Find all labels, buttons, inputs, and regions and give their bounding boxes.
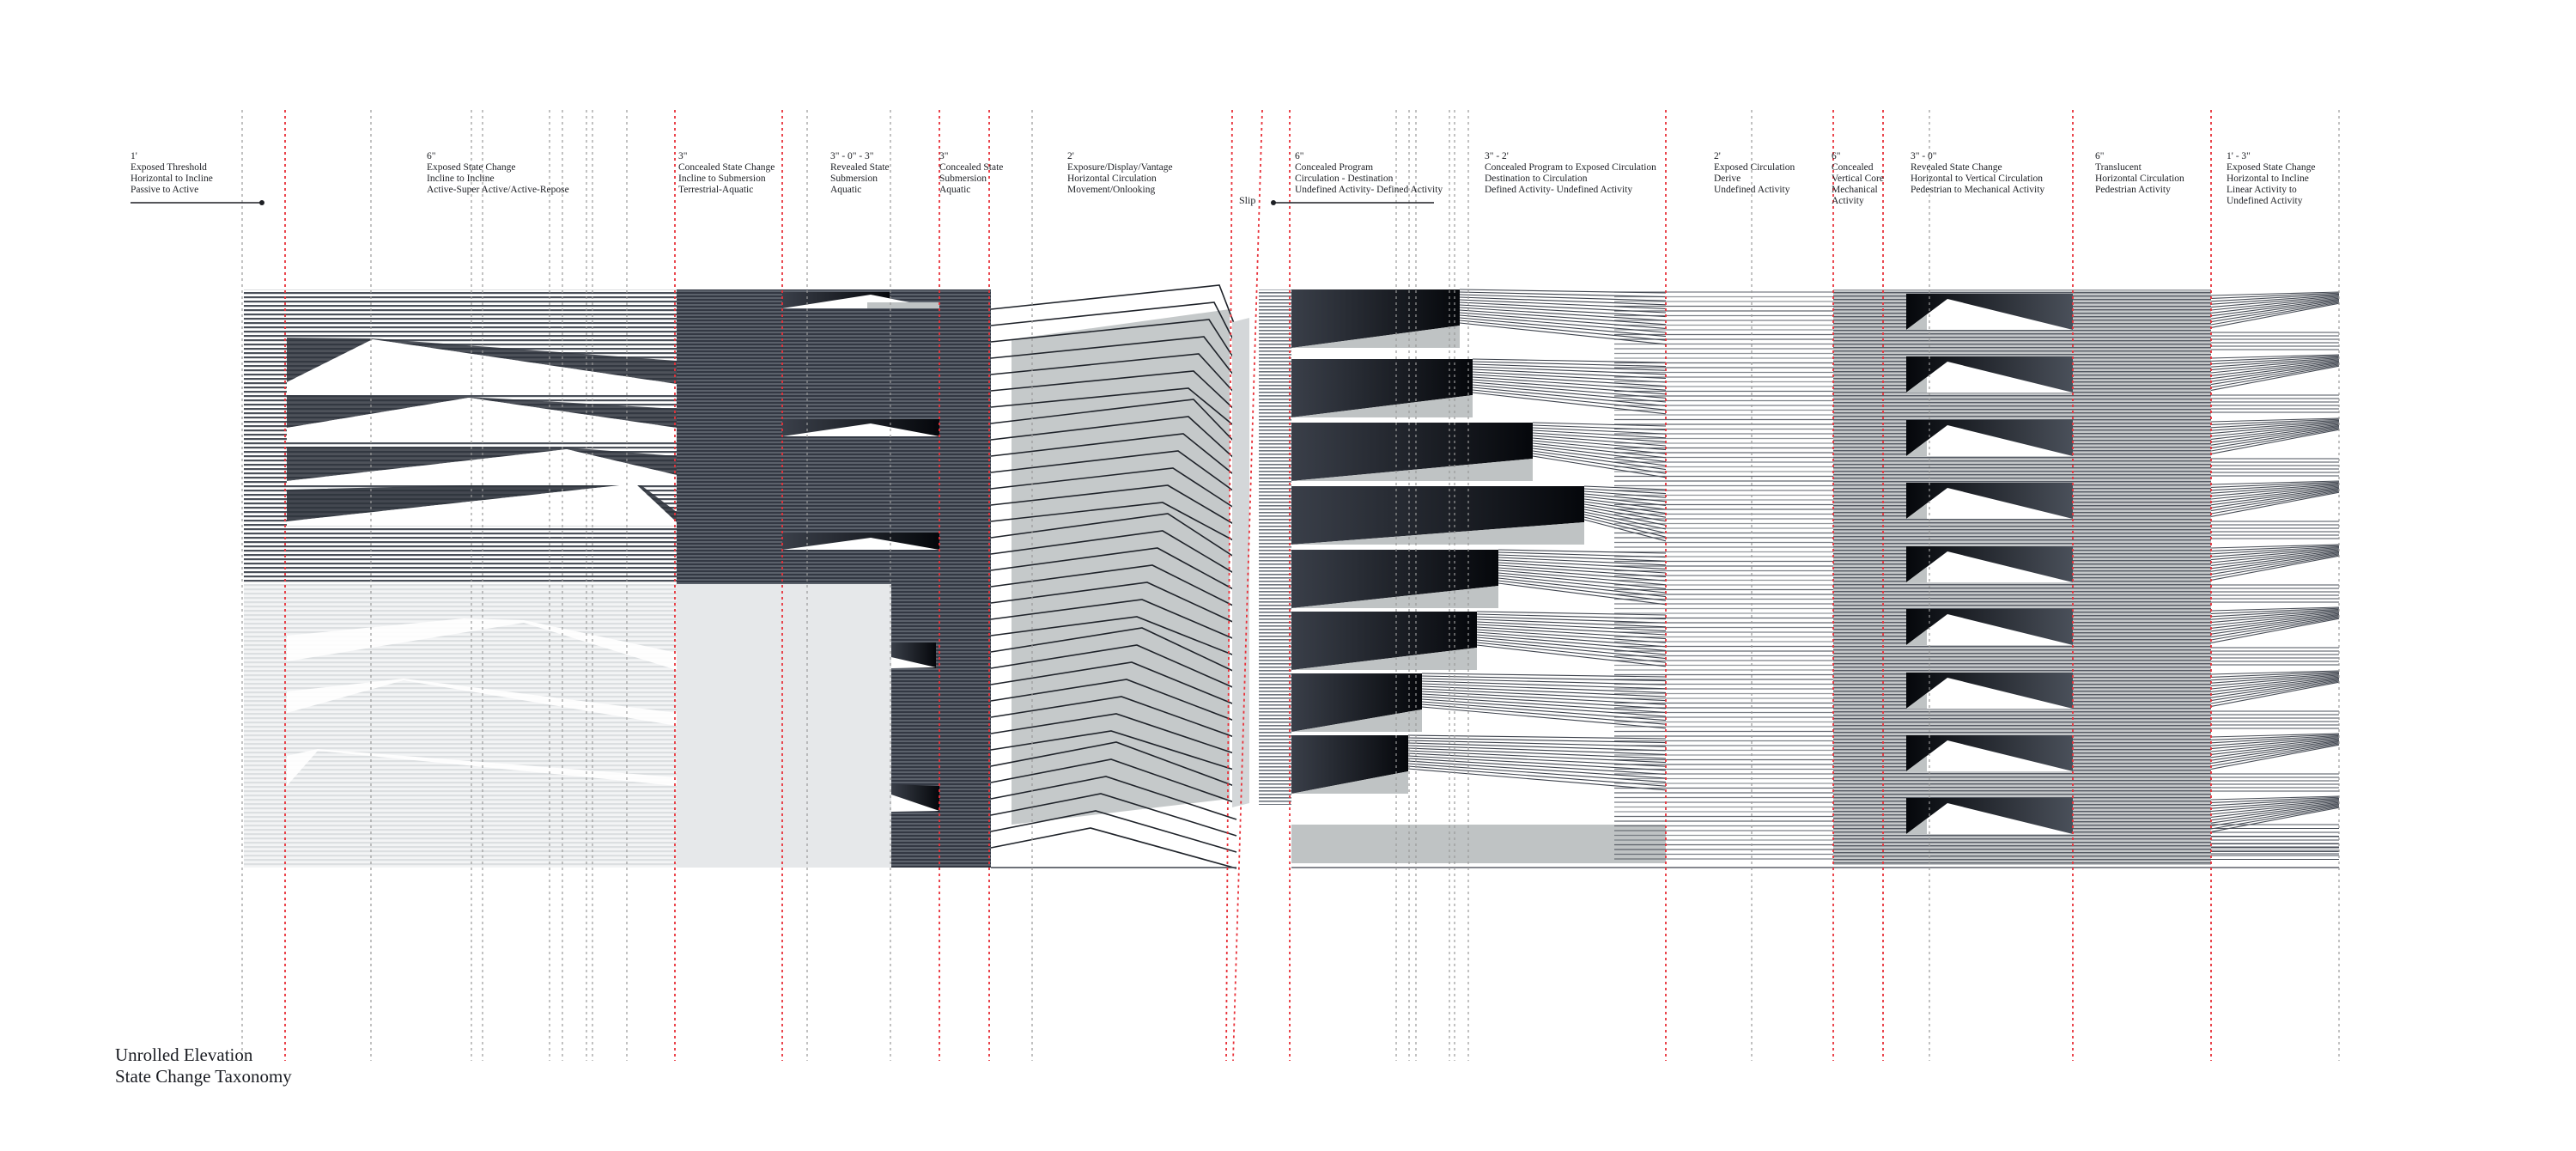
- section-transition: Submersion: [830, 174, 878, 184]
- section-label-8: 3" - 2'Concealed Program to Exposed Circ…: [1485, 151, 1656, 196]
- section-dimension: 1': [131, 151, 137, 161]
- section-10-12-core-graphic: [1833, 289, 2211, 865]
- section-transition: Derive: [1714, 174, 1741, 184]
- section-transition: Incline to Submersion: [678, 174, 766, 184]
- section-9-circulation-graphic: [1614, 291, 1833, 860]
- title-line-1: Unrolled Elevation: [115, 1044, 253, 1065]
- section-dimension: 3": [939, 151, 949, 161]
- section-transition: Horizontal Circulation: [2095, 174, 2184, 184]
- slip-label: Slip: [1239, 194, 1256, 206]
- section-activity: Terrestrial-Aquatic: [678, 185, 754, 195]
- section-transition: Horizontal Circulation: [1067, 174, 1157, 184]
- section-transition: Incline to Incline: [427, 174, 495, 184]
- section-name: Revealed State: [830, 162, 890, 173]
- section-extra: Activity: [1832, 196, 1864, 206]
- section-dimension: 3" - 0": [1911, 151, 1937, 161]
- section-dimension: 3" - 2': [1485, 151, 1509, 161]
- section-name: Exposed Threshold: [131, 162, 207, 173]
- section-transition: Horizontal to Vertical Circulation: [1911, 174, 2044, 184]
- section-name: Concealed Program: [1295, 162, 1374, 173]
- section-7-8-program-graphic: [1291, 289, 2339, 868]
- section-activity: Mechanical: [1832, 185, 1878, 195]
- section-dimension: 2': [1714, 151, 1721, 161]
- section-activity: Passive to Active: [131, 185, 199, 195]
- section-name: Concealed: [1832, 162, 1874, 173]
- program-arrow: [1271, 200, 1434, 205]
- section-name: Exposure/Display/Vantage: [1067, 162, 1173, 173]
- section-activity: Undefined Activity: [1714, 185, 1790, 195]
- grey-guide-lines: [241, 110, 2340, 1061]
- section-name: Revealed State Change: [1911, 162, 2002, 173]
- section-2-state-change-graphic: [287, 289, 891, 868]
- section-activity: Linear Activity to: [2227, 185, 2297, 195]
- section-name: Exposed State Change: [427, 162, 516, 173]
- section-activity: Active-Super Active/Active-Repose: [427, 185, 569, 195]
- section-13-fan-graphic: [2210, 291, 2340, 861]
- section-activity: Defined Activity- Undefined Activity: [1485, 185, 1633, 195]
- section-dimension: 6": [2095, 151, 2105, 161]
- section-name: Concealed Program to Exposed Circulation: [1485, 162, 1656, 173]
- section-extra: Undefined Activity: [2227, 196, 2303, 206]
- section-activity: Movement/Onlooking: [1067, 185, 1156, 195]
- slip-graphic: [1232, 289, 1291, 807]
- section-name: Concealed State: [939, 162, 1004, 173]
- section-dimension: 3": [678, 151, 688, 161]
- title-line-2: State Change Taxonomy: [115, 1066, 292, 1087]
- threshold-arrow: [131, 200, 264, 205]
- section-dimension: 3" - 0" - 3": [830, 151, 874, 161]
- section-name: Translucent: [2095, 162, 2142, 173]
- section-1-threshold-graphic: [244, 289, 287, 868]
- section-activity: Aquatic: [830, 185, 862, 195]
- section-3-5-submersion-graphic: [677, 289, 991, 868]
- section-transition: Horizontal to Incline: [131, 174, 213, 184]
- section-activity: Pedestrian to Mechanical Activity: [1911, 185, 2045, 195]
- section-transition: Submersion: [939, 174, 987, 184]
- section-dimension: 6": [1295, 151, 1304, 161]
- section-transition: Circulation - Destination: [1295, 174, 1394, 184]
- section-activity: Undefined Activity- Defined Activity: [1295, 185, 1443, 195]
- section-6-vantage-graphic: [990, 284, 1237, 869]
- section-dimension: 2': [1067, 151, 1074, 161]
- section-transition: Horizontal to Incline: [2227, 174, 2309, 184]
- section-activity: Aquatic: [939, 185, 971, 195]
- section-activity: Pedestrian Activity: [2095, 185, 2171, 195]
- section-dimension: 6": [427, 151, 436, 161]
- section-name: Exposed State Change: [2227, 162, 2316, 173]
- section-transition: Destination to Circulation: [1485, 174, 1588, 184]
- section-name: Exposed Circulation: [1714, 162, 1795, 173]
- section-dimension: 6": [1832, 151, 1841, 161]
- red-section-dividers: [284, 109, 2212, 1062]
- drawing-title: Unrolled Elevation State Change Taxonomy: [115, 1044, 292, 1087]
- section-dimension: 1' - 3": [2227, 151, 2251, 161]
- section-name: Concealed State Change: [678, 162, 775, 173]
- section-transition: Vertical Core: [1832, 174, 1884, 184]
